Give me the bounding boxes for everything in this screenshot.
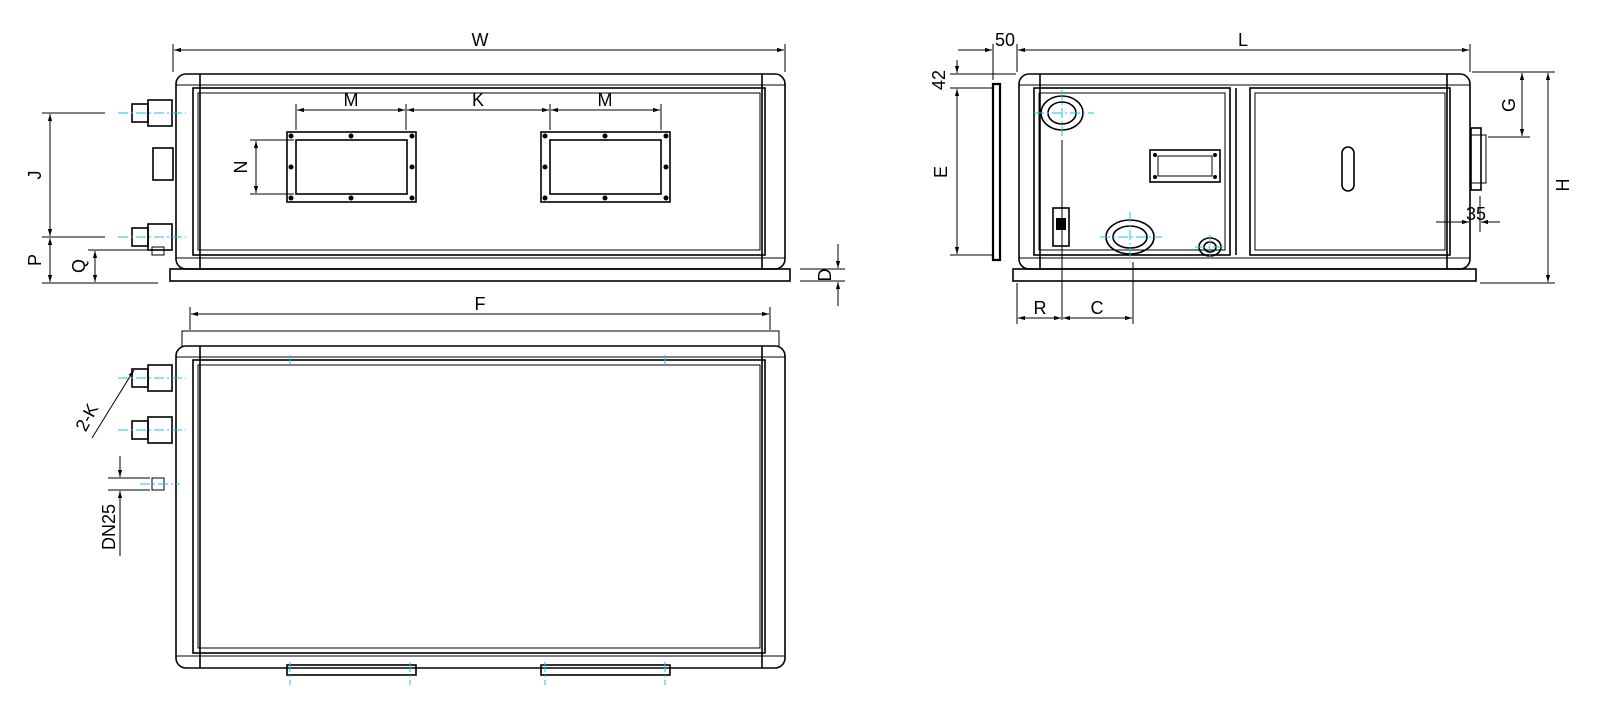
dim-label-35: 35 bbox=[1466, 204, 1486, 224]
note-DN25: DN25 bbox=[99, 504, 119, 550]
top-view: F 2-K DN25 bbox=[71, 294, 786, 685]
bottom-flange-right bbox=[540, 664, 671, 676]
dim-label-D: D bbox=[815, 269, 835, 282]
dim-label-Q: Q bbox=[69, 259, 89, 273]
outlet-flange-right bbox=[540, 131, 671, 203]
dim-label-50: 50 bbox=[995, 30, 1015, 50]
front-panel bbox=[192, 87, 766, 256]
top-panel bbox=[192, 359, 766, 654]
side-handle bbox=[1469, 127, 1487, 191]
pipe-connection-lower bbox=[118, 223, 186, 256]
bottom-flange-left bbox=[286, 664, 417, 676]
side-panel-right bbox=[1249, 87, 1451, 256]
dim-label-F: F bbox=[475, 294, 486, 314]
side-view: 50 L 42 E G H 35 R C bbox=[929, 30, 1573, 324]
pipe-connection-upper bbox=[118, 99, 186, 127]
top-pipe-upper bbox=[118, 364, 186, 392]
dim-label-L: L bbox=[1238, 30, 1248, 50]
outlet-flange-left bbox=[286, 131, 417, 203]
junction-box-side bbox=[152, 147, 174, 181]
dim-label-N: N bbox=[231, 161, 251, 174]
pipe-opening-lower bbox=[1100, 212, 1162, 262]
dim-label-R: R bbox=[1034, 298, 1047, 318]
dim-label-E: E bbox=[931, 166, 951, 178]
dim-label-J: J bbox=[25, 171, 45, 180]
dim-label-C: C bbox=[1091, 298, 1104, 318]
dim-label-P: P bbox=[25, 254, 45, 266]
drain-opening bbox=[1195, 235, 1225, 259]
top-pipe-lower bbox=[118, 416, 186, 444]
side-device bbox=[1052, 140, 1070, 320]
drain-connection bbox=[140, 477, 180, 491]
dim-label-H: H bbox=[1553, 179, 1573, 192]
dim-label-G: G bbox=[1499, 98, 1519, 112]
pipe-opening-upper bbox=[1034, 90, 1094, 136]
dim-label-M-right: M bbox=[598, 90, 613, 110]
side-flange bbox=[991, 82, 1002, 262]
top-outer-casing bbox=[175, 345, 786, 669]
dim-label-W: W bbox=[472, 30, 489, 50]
handle-slot bbox=[1341, 146, 1355, 192]
side-panel-left bbox=[1033, 87, 1231, 256]
front-base-rail bbox=[169, 268, 791, 282]
dim-label-42: 42 bbox=[929, 70, 949, 90]
dim-label-M-left: M bbox=[344, 90, 359, 110]
dim-label-K: K bbox=[472, 90, 484, 110]
electrical-box bbox=[1149, 149, 1221, 183]
side-outer-casing bbox=[1018, 73, 1471, 270]
front-view: W M K M N J P Q D bbox=[25, 30, 845, 306]
